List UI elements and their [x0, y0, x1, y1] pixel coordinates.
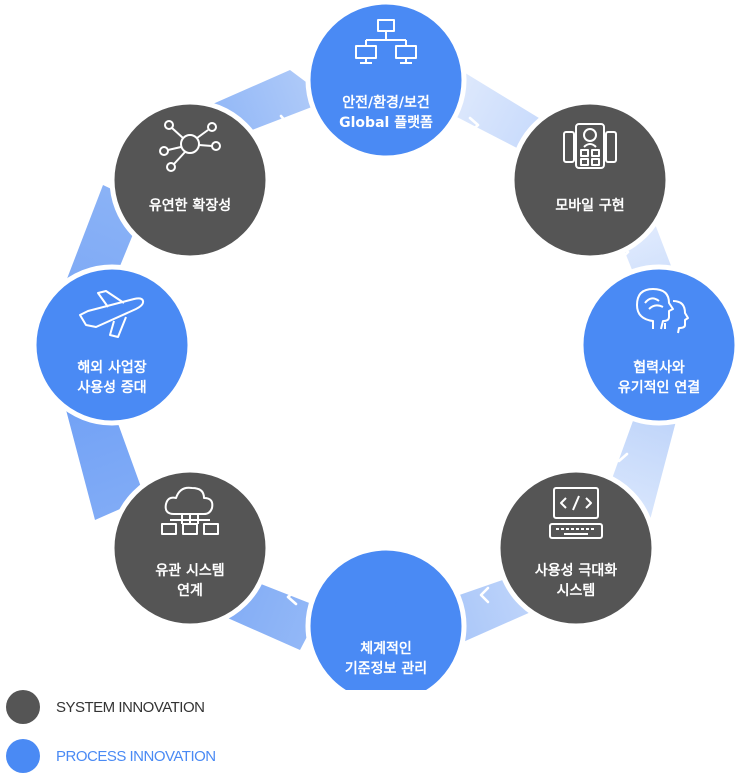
- chevron-left-icon: [286, 588, 298, 606]
- legend-system: SYSTEM INNOVATION: [6, 690, 205, 724]
- legend-process-swatch: [6, 739, 40, 773]
- node-label-line: 연계: [177, 583, 203, 599]
- network-computers-icon: [355, 19, 417, 64]
- node-circle: [305, 0, 467, 161]
- node-global-platform: 안전/환경/보건 Global 플랫폼: [305, 0, 467, 161]
- node-label-line: 유연한 확장성: [149, 197, 231, 214]
- node-mobile: 모바일 구현: [509, 99, 671, 261]
- node-circle: [305, 545, 467, 690]
- node-circle: [109, 99, 271, 261]
- node-label-line: 유관 시스템: [155, 562, 224, 579]
- node-label-line: 모바일 구현: [555, 198, 624, 214]
- node-label-line: 시스템: [557, 582, 596, 599]
- node-circle: [109, 467, 271, 629]
- node-label-line: 유기적인 연결: [618, 379, 700, 396]
- legend-process: PROCESS INNOVATION: [6, 739, 216, 773]
- legend-system-swatch: [6, 690, 40, 724]
- node-label-line: 체계적인: [360, 640, 412, 657]
- document-search-icon: [365, 567, 411, 617]
- legend-process-label: PROCESS INNOVATION: [56, 747, 216, 765]
- chevron-left-icon: [479, 586, 490, 604]
- chevron-right-icon: [468, 116, 480, 134]
- node-label-line: 해외 사업장: [77, 359, 146, 376]
- airplane-icon: [79, 290, 145, 338]
- heads-connection-icon: [636, 288, 689, 334]
- node-circle: [578, 264, 740, 426]
- node-circle: [31, 264, 193, 426]
- mobile-app-icon: [563, 123, 617, 169]
- legend-system-label: SYSTEM INNOVATION: [56, 698, 205, 716]
- node-circle: [495, 467, 657, 629]
- node-circle: [509, 99, 671, 261]
- node-label-line: 사용성 증대: [77, 380, 146, 396]
- cloud-network-icon: [161, 486, 219, 535]
- node-label-line: 안전/환경/보건: [342, 94, 430, 111]
- chevron-up-icon: [141, 449, 161, 461]
- chevron-up-icon: [139, 252, 159, 264]
- node-extensibility: 유연한 확장성: [109, 99, 271, 261]
- node-label-line: 사용성 극대화: [535, 563, 617, 579]
- node-label-line: 기준정보 관리: [345, 660, 427, 677]
- chevron-down-icon: [609, 452, 629, 463]
- node-label-line: 협력사와: [633, 359, 685, 376]
- hub-nodes-icon: [159, 120, 221, 172]
- code-keyboard-icon: [549, 487, 603, 539]
- node-label-line: Global 플랫폼: [339, 114, 433, 131]
- chevron-right-icon: [279, 114, 290, 134]
